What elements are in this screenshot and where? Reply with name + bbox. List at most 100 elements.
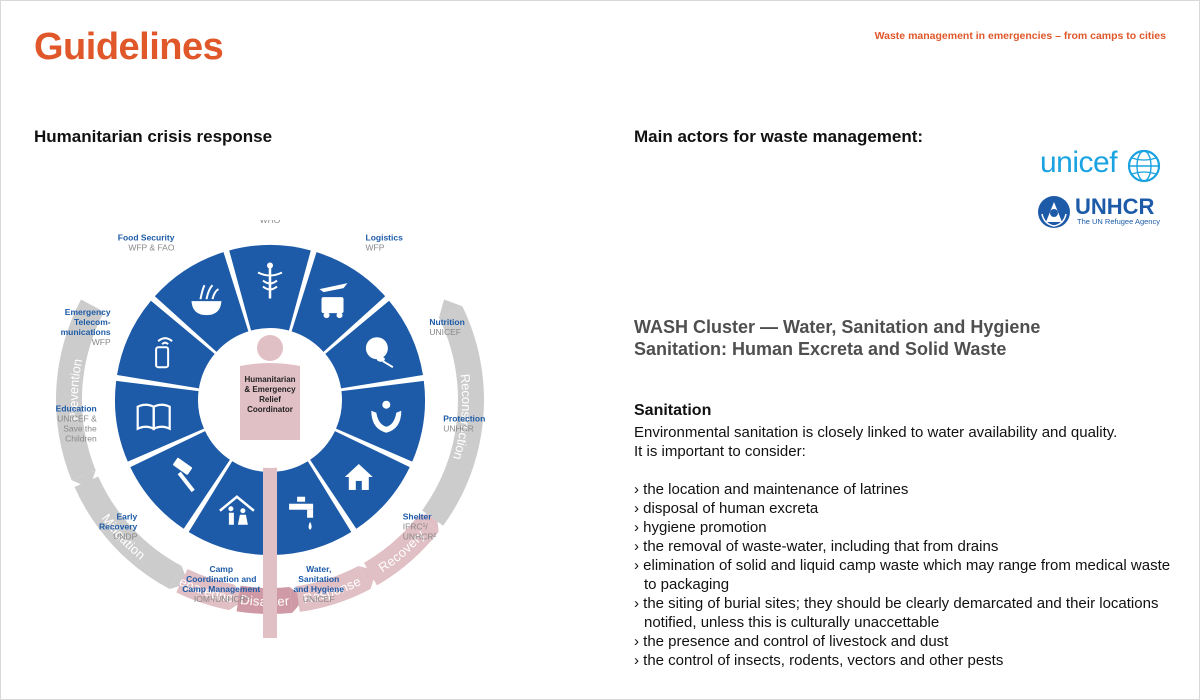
coordinator-stem <box>263 440 277 638</box>
cluster-agency: UNHCR <box>443 424 474 434</box>
sanitation-intro-line-2: It is important to consider: <box>634 443 806 460</box>
hands-person-icon <box>371 400 402 433</box>
phase-prevention-label-path: Prevention <box>66 358 85 422</box>
water-drop <box>308 521 312 530</box>
hammer-handle <box>177 471 195 493</box>
wash-cluster-title: WASH Cluster — Water, Sanitation and Hyg… <box>634 316 1040 360</box>
cluster-title: and Hygiene <box>293 584 344 594</box>
unicef-logo-text: unicef <box>1040 146 1118 179</box>
list-item: › the siting of burial sites; they shoul… <box>634 595 1159 631</box>
parent-body <box>228 512 234 525</box>
cluster-title: Protection <box>443 414 485 424</box>
hammer-icon <box>172 457 195 493</box>
cluster-title: Emergency <box>65 307 111 317</box>
crisis-response-heading: Humanitarian crisis response <box>34 127 273 146</box>
cluster-title: Camp Management <box>182 584 260 594</box>
unhcr-emblem-icon <box>1038 196 1070 228</box>
house-door <box>355 480 362 490</box>
cluster-agency: Save the <box>63 424 97 434</box>
plane-truck-icon <box>319 283 348 319</box>
coordinator-label: Coordinator <box>247 405 293 414</box>
phase-mitigation-band <box>74 476 182 589</box>
coordinator-label: Humanitarian <box>244 375 295 384</box>
parent-head <box>228 506 234 512</box>
cluster-agency: WFP & FAO <box>128 242 175 252</box>
tap-icon <box>289 496 314 530</box>
caduceus-top <box>267 262 273 269</box>
food-bowl-icon <box>191 284 222 316</box>
list-item: › disposal of human excreta <box>634 500 819 517</box>
cluster-labels: HealthWHOLogisticsWFPNutritionUNICEFProt… <box>56 220 486 604</box>
phase-prevention-label: Prevention <box>66 358 85 422</box>
phase-reconstruction-band <box>422 306 484 526</box>
mobile-phone-icon <box>155 337 173 369</box>
cluster-agency: IOM¹/UNHCR² <box>194 594 249 604</box>
plane-shape <box>319 283 348 293</box>
list-item: › elimination of solid and liquid camp w… <box>634 557 1171 593</box>
cluster-agency: WFP <box>366 242 385 252</box>
tap-handle <box>297 496 306 502</box>
crisis-response-diagram: PreventionMitigationPreparednessDisaster… <box>30 220 486 638</box>
baby-face <box>365 337 388 360</box>
signal-waves <box>157 337 173 345</box>
unhcr-tagline: The UN Refugee Agency <box>1077 217 1160 226</box>
caduceus-icon <box>257 262 283 299</box>
cluster-agency: UNICEF <box>429 327 461 337</box>
book-right-page <box>152 403 171 431</box>
tap-pipe <box>289 503 314 510</box>
phase-recovery-band <box>364 515 439 586</box>
cluster-agency: IFRC¹/ <box>403 521 429 531</box>
sanitation-intro: Environmental sanitation is closely link… <box>634 423 1174 461</box>
cluster-title: Water, <box>306 564 331 574</box>
cluster-title: Nutrition <box>429 317 464 327</box>
grain-stalks <box>199 284 219 300</box>
coordinator-label: Relief <box>259 395 281 404</box>
protecting-hands <box>371 410 402 433</box>
cluster-title: Early <box>116 511 137 521</box>
house-roof <box>344 463 373 477</box>
list-item: › the location and maintenance of latrin… <box>634 481 909 498</box>
sanitation-considerations-list: › the location and maintenance of latrin… <box>634 480 1174 670</box>
tap-spout <box>307 509 314 518</box>
coordinator-label: & Emergency <box>244 385 296 394</box>
cluster-title: Shelter <box>403 511 433 521</box>
coordinator-body <box>240 363 300 440</box>
truck-wheel-left <box>323 312 330 319</box>
list-item: › hygiene promotion <box>634 519 767 536</box>
hammer-head <box>172 457 193 475</box>
wash-title-line-1: WASH Cluster — Water, Sanitation and Hyg… <box>634 317 1041 337</box>
family-house-icon <box>219 495 255 525</box>
phase-reconstruction-arrowhead <box>438 299 463 318</box>
child-head <box>240 508 246 514</box>
cluster-agency: UNICEF <box>303 594 335 604</box>
spoon-bowl <box>376 356 385 362</box>
spoon-handle <box>382 360 394 369</box>
cluster-title: Sanitation <box>298 574 339 584</box>
phase-preparedness-arrowhead <box>229 584 246 611</box>
main-actors-heading: Main actors for waste management: <box>634 127 924 146</box>
cluster-agency: WHO <box>260 220 281 225</box>
list-item: › the control of insects, rodents, vecto… <box>634 652 1004 669</box>
coordinator-head <box>257 335 283 361</box>
cluster-agency: WFP <box>92 337 111 347</box>
sanitation-intro-line-1: Environmental sanitation is closely link… <box>634 424 1118 441</box>
unhcr-logo-text: UNHCR <box>1075 194 1155 219</box>
cluster-wheel <box>114 245 425 555</box>
phone-body <box>155 346 170 369</box>
page-title: Guidelines <box>34 26 224 68</box>
cluster-segment <box>114 380 204 462</box>
cluster-segment <box>336 380 425 462</box>
cluster-agency: UNDP <box>113 531 137 541</box>
phase-preparedness-band <box>176 568 235 611</box>
cluster-title: Food Security <box>118 232 175 242</box>
cluster-segment <box>130 431 230 529</box>
cluster-title: Telecom- <box>74 317 111 327</box>
list-item: › the presence and control of livestock … <box>634 633 949 650</box>
shelter-roof <box>219 495 255 512</box>
truck-body <box>321 297 344 314</box>
cluster-agency: UNICEF & <box>57 414 97 424</box>
bowl <box>191 301 222 316</box>
truck-wheel-right <box>336 312 343 319</box>
phase-prevention-band <box>56 299 105 481</box>
unicef-globe-icon <box>1127 149 1161 183</box>
